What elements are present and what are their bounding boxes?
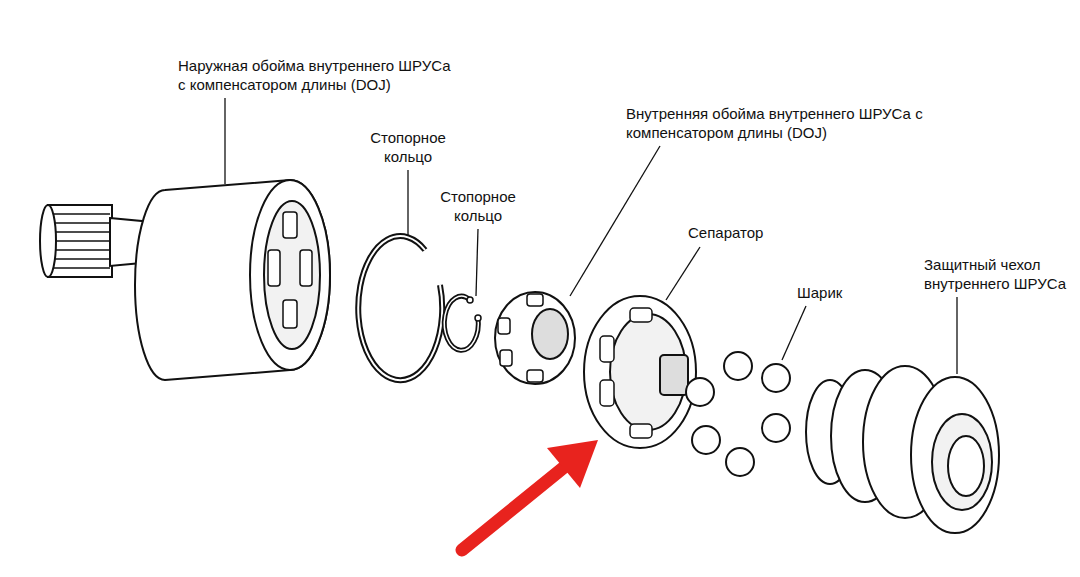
- snap-ring-small: [444, 296, 481, 350]
- shaft-splines: [52, 214, 110, 268]
- balls: [686, 352, 790, 476]
- part-label: Шарик: [797, 283, 887, 302]
- part-label: Сепаратор: [688, 223, 808, 242]
- cage: [584, 296, 696, 448]
- part-label: Наружная обойма внутреннего ШРУСа с комп…: [178, 56, 453, 94]
- shaft-end: [40, 205, 56, 277]
- part-label: Стопорное кольцо: [363, 128, 453, 166]
- part-label: Стопорное кольцо: [433, 187, 523, 225]
- leader-lines: [225, 98, 957, 374]
- housing-face: [250, 180, 330, 370]
- part-label: Внутренняя обойма внутреннего ШРУСа с ко…: [626, 104, 926, 142]
- splined-shaft: [48, 205, 112, 277]
- housing-grooves: [268, 212, 312, 328]
- snap-ring-large: [358, 236, 442, 380]
- outer-race: [40, 180, 330, 380]
- inner-race: [495, 292, 575, 384]
- housing-bore: [264, 201, 320, 349]
- boot: [806, 366, 999, 533]
- red-pointer-arrow: [462, 440, 598, 550]
- housing-body: [135, 180, 330, 380]
- part-label: Защитный чехол внутреннего ШРУСа: [924, 255, 1076, 293]
